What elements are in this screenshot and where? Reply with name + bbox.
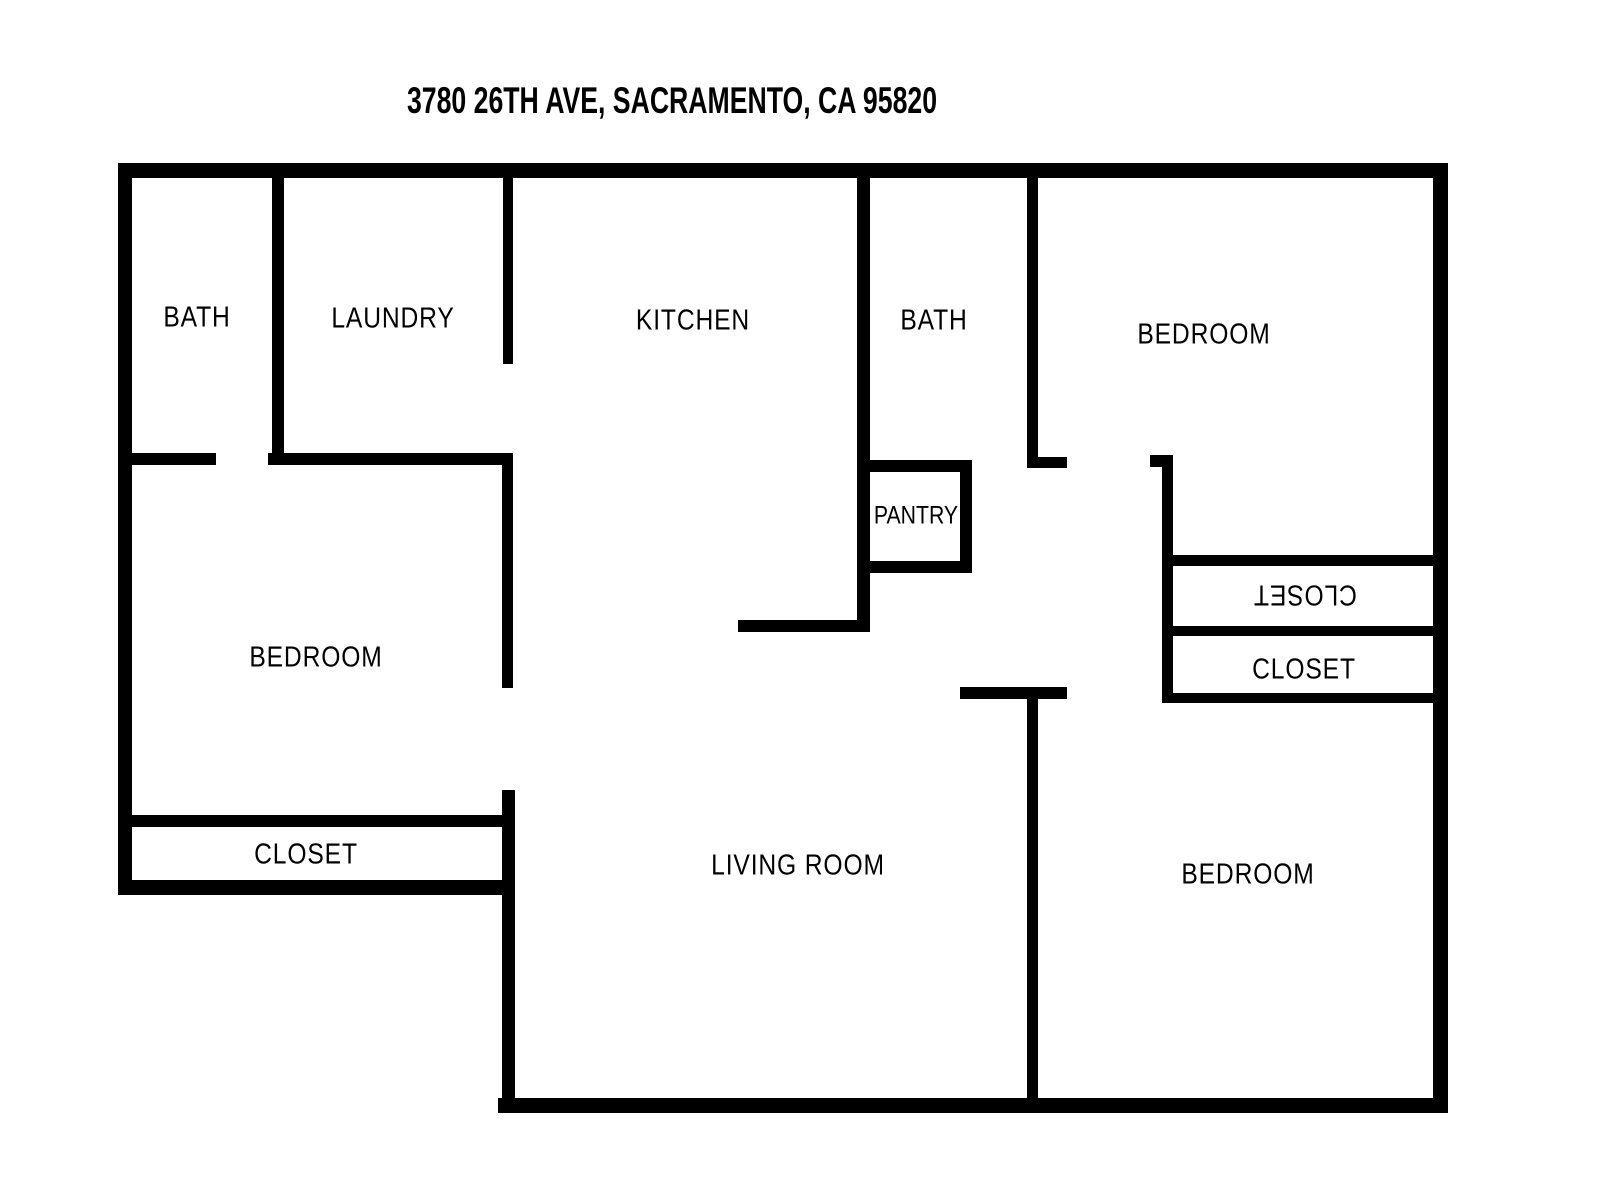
wall-living-room-left xyxy=(502,790,515,1098)
wall-outer-bottom xyxy=(498,1098,1448,1113)
room-label-bath-1: BATH xyxy=(163,301,231,334)
room-label-kitchen: KITCHEN xyxy=(635,304,751,337)
room-label-pantry: PANTRY xyxy=(873,501,959,530)
room-label-bedroom-bottom-right: BEDROOM xyxy=(1181,858,1315,891)
wall-bedroom-left-right-upper xyxy=(502,456,513,688)
wall-pantry-bottom xyxy=(870,561,972,573)
wall-pantry-top xyxy=(857,460,963,472)
floorplan-title: 3780 26TH AVE, SACRAMENTO, CA 95820 xyxy=(406,80,938,121)
wall-outer-right xyxy=(1433,178,1448,1113)
wall-bath2-bedroom-divider xyxy=(1027,178,1038,468)
wall-pantry-right xyxy=(960,460,972,573)
wall-kitchen-bottom xyxy=(738,620,870,632)
wall-closet-right-top xyxy=(1162,555,1433,566)
wall-left-wing-bottom xyxy=(118,880,515,895)
room-label-laundry: LAUNDRY xyxy=(331,302,455,335)
room-label-bedroom-left: BEDROOM xyxy=(249,641,383,674)
wall-hall-closet-left xyxy=(1162,455,1173,703)
wall-bedroom-left-top xyxy=(268,453,513,465)
wall-kitchen-bath2-divider xyxy=(857,178,870,632)
wall-outer-left xyxy=(118,178,132,895)
wall-laundry-kitchen-divider xyxy=(503,178,513,364)
wall-bath2-divider-foot xyxy=(1027,457,1067,468)
wall-bath1-laundry-divider xyxy=(272,178,284,463)
wall-bath1-bottom xyxy=(132,453,216,465)
room-label-bath-2: BATH xyxy=(900,304,968,337)
room-label-bedroom-top-right: BEDROOM xyxy=(1137,318,1271,351)
wall-living-divider-cap xyxy=(960,687,1067,699)
room-label-closet-bottom-left: CLOSET xyxy=(254,838,358,871)
room-label-closet-lower-right: CLOSET xyxy=(1252,653,1356,686)
room-label-closet-upper-right: CLOSET xyxy=(1253,578,1357,611)
wall-closet-bottom-left-top xyxy=(132,815,502,827)
wall-closet-right-bottom xyxy=(1162,693,1433,703)
room-label-living-room: LIVING ROOM xyxy=(711,849,885,882)
wall-outer-top xyxy=(118,163,1448,178)
wall-closet-right-mid xyxy=(1162,626,1433,636)
wall-living-bedroom-divider xyxy=(1027,699,1038,1098)
